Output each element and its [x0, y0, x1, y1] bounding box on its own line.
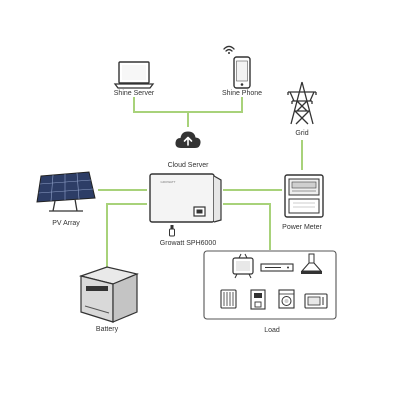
cloud-server-label: Cloud Server — [167, 162, 209, 169]
power-meter-icon — [284, 174, 324, 218]
load-label: Load — [264, 327, 280, 334]
inverter-icon — [149, 173, 222, 223]
cloud-upload-icon — [175, 131, 201, 148]
coffee-machine-icon — [250, 289, 266, 310]
range-hood-icon — [300, 253, 323, 274]
inverter-label: Growatt SPH6000 — [159, 240, 217, 247]
washing-machine-icon — [278, 289, 295, 309]
power-meter-label: Power Meter — [282, 224, 322, 231]
load-group — [203, 250, 337, 320]
wire-server-phone — [133, 97, 243, 113]
radiator-icon — [220, 289, 237, 309]
power-tower-icon — [287, 81, 317, 125]
shine-phone-label: Shine Phone — [221, 90, 263, 97]
tv-icon — [232, 253, 254, 279]
microwave-icon — [304, 293, 328, 309]
battery-icon — [78, 266, 139, 323]
solar-panel-icon — [36, 171, 96, 212]
dvd-player-icon — [260, 263, 294, 272]
inverter-brand-text: GROWATT — [160, 180, 176, 184]
pv-array-label: PV Array — [52, 220, 80, 227]
smartphone-icon — [233, 56, 251, 89]
battery-label: Battery — [95, 326, 119, 333]
shine-server-label: Shine Server — [113, 90, 155, 97]
wire-inverter-load — [223, 203, 271, 250]
grid-label: Grid — [295, 130, 309, 137]
wire-battery-inverter — [106, 203, 147, 275]
laptop-icon — [113, 61, 155, 89]
wifi-dongle-icon — [169, 225, 175, 237]
wifi-icon — [223, 45, 235, 54]
